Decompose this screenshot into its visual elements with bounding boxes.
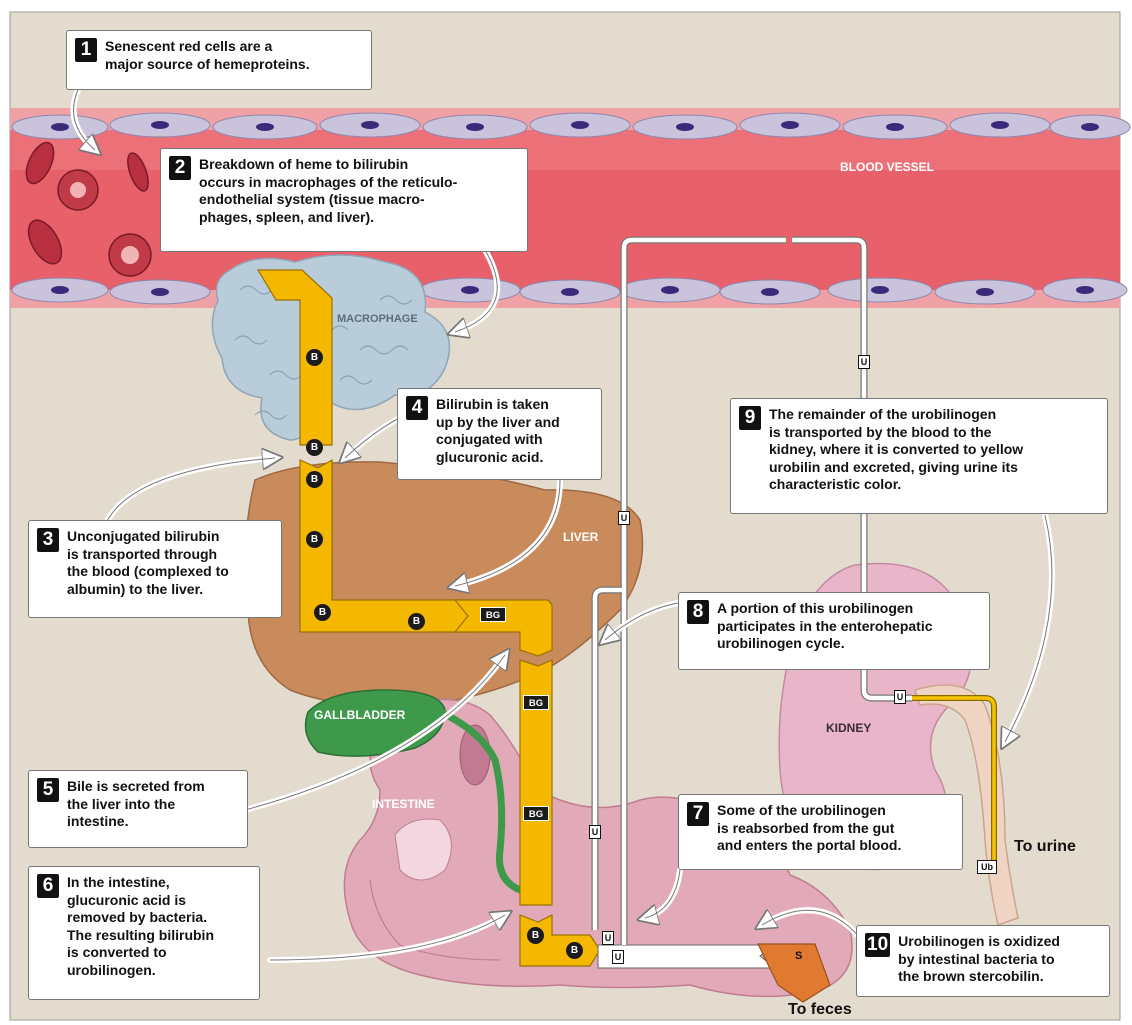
intestine-fold bbox=[369, 879, 501, 961]
label-liver: LIVER bbox=[563, 530, 599, 544]
callout-step-3: 3 Unconjugated bilirubin is transported … bbox=[28, 520, 282, 618]
callout-step-1: 1 Senescent red cells are a major source… bbox=[66, 30, 372, 90]
token-bilirubin: B bbox=[306, 439, 323, 456]
step-number-badge: 6 bbox=[37, 874, 59, 898]
token-bilirubin-glucuronide: BG bbox=[523, 695, 549, 710]
step-text: Urobilinogen is oxidized by intestinal b… bbox=[898, 933, 1060, 984]
step-number-badge: 7 bbox=[687, 802, 709, 826]
label-gallbladder: GALLBLADDER bbox=[314, 708, 406, 722]
step-text: Bilirubin is taken up by the liver and c… bbox=[436, 396, 560, 465]
callout-step-9: 9 The remainder of the urobilinogen is t… bbox=[730, 398, 1108, 514]
token-bilirubin-glucuronide: BG bbox=[523, 806, 549, 821]
callout-step-6: 6 In the intestine, glucuronic acid is r… bbox=[28, 866, 260, 1000]
step-text: Bile is secreted from the liver into the… bbox=[67, 778, 205, 829]
bile-duct bbox=[436, 708, 524, 894]
token-urobilinogen: U bbox=[618, 511, 630, 525]
step-text: Unconjugated bilirubin is transported th… bbox=[67, 528, 229, 597]
step-number-badge: 10 bbox=[865, 933, 891, 957]
token-bilirubin: B bbox=[306, 531, 323, 548]
token-bilirubin: B bbox=[527, 927, 544, 944]
token-stercobilin: S bbox=[795, 950, 803, 962]
callout-step-5: 5 Bile is secreted from the liver into t… bbox=[28, 770, 248, 848]
label-to-feces: To feces bbox=[788, 1001, 852, 1018]
callout-step-10: 10 Urobilinogen is oxidized by intestina… bbox=[856, 925, 1110, 997]
token-urobilinogen: U bbox=[589, 825, 601, 839]
step-number-badge: 2 bbox=[169, 156, 191, 180]
token-urobilin: Ub bbox=[977, 860, 997, 874]
token-bilirubin: B bbox=[566, 942, 583, 959]
callout-step-8: 8 A portion of this urobilinogen partici… bbox=[678, 592, 990, 670]
step-text: Some of the urobilinogen is reabsorbed f… bbox=[717, 802, 902, 853]
step-text: In the intestine, glucuronic acid is rem… bbox=[67, 874, 214, 978]
red-blood-cells bbox=[25, 141, 152, 277]
token-urobilinogen: U bbox=[858, 355, 870, 369]
endothelial-nuclei-bottom bbox=[51, 286, 1094, 296]
label-macrophage: MACROPHAGE bbox=[337, 313, 418, 325]
step-text: Breakdown of heme to bilirubin occurs in… bbox=[199, 156, 458, 225]
label-kidney: KIDNEY bbox=[826, 721, 872, 735]
intestine-inner bbox=[394, 818, 452, 881]
token-bilirubin: B bbox=[306, 349, 323, 366]
step-number-badge: 5 bbox=[37, 778, 59, 802]
token-urobilinogen: U bbox=[602, 931, 614, 945]
urobilin-pathway bbox=[912, 695, 997, 868]
token-urobilinogen: U bbox=[894, 690, 906, 704]
token-bilirubin: B bbox=[314, 604, 331, 621]
step-text: Senescent red cells are a major source o… bbox=[105, 38, 310, 72]
step-number-badge: 9 bbox=[739, 406, 761, 430]
step-number-badge: 3 bbox=[37, 528, 59, 552]
step-number-badge: 4 bbox=[406, 396, 428, 420]
endothelial-nuclei-top bbox=[51, 121, 1099, 131]
step-text: A portion of this urobilinogen participa… bbox=[717, 600, 933, 651]
label-to-urine: To urine bbox=[1014, 838, 1076, 855]
callout-step-4: 4 Bilirubin is taken up by the liver and… bbox=[397, 388, 602, 480]
step-number-badge: 8 bbox=[687, 600, 709, 624]
step-number-badge: 1 bbox=[75, 38, 97, 62]
label-intestine: INTESTINE bbox=[372, 797, 435, 811]
callout-step-7: 7 Some of the urobilinogen is reabsorbed… bbox=[678, 794, 963, 870]
label-blood-vessel: BLOOD VESSEL bbox=[840, 160, 935, 174]
token-bilirubin-glucuronide: BG bbox=[480, 607, 506, 622]
token-bilirubin: B bbox=[408, 613, 425, 630]
token-bilirubin: B bbox=[306, 471, 323, 488]
stercobilin-shape bbox=[757, 943, 831, 1003]
callout-step-2: 2 Breakdown of heme to bilirubin occurs … bbox=[160, 148, 528, 252]
token-urobilinogen: U bbox=[612, 950, 624, 964]
step-text: The remainder of the urobilinogen is tra… bbox=[769, 406, 1024, 492]
